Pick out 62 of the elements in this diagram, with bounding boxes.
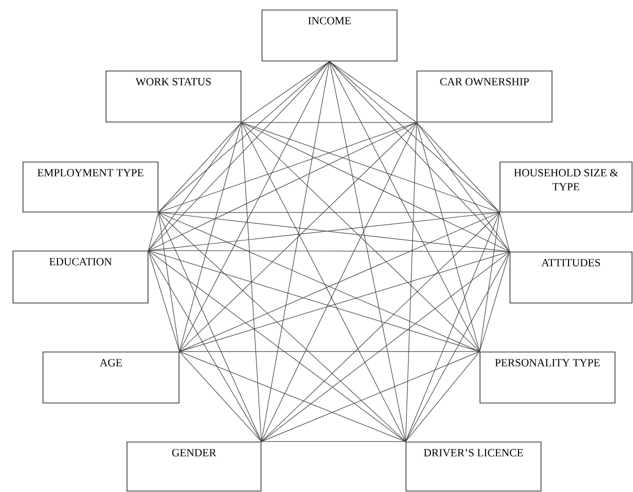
label-box: AGE — [42, 352, 180, 404]
connector-line — [499, 212, 510, 252]
connector-line — [416, 122, 480, 352]
label-box: INCOME — [262, 10, 398, 62]
connector-line — [179, 351, 480, 352]
connector-line — [405, 212, 500, 442]
connector-line — [261, 441, 406, 442]
connector-line — [158, 212, 406, 442]
connector-line — [416, 122, 510, 252]
connector-line — [179, 351, 262, 442]
connector-line — [405, 122, 417, 442]
connector-line — [241, 61, 330, 123]
label-box: EMPLOYMENT TYPE — [22, 162, 158, 212]
connector-line — [148, 250, 510, 252]
connector-line — [261, 122, 417, 442]
label-box: PERSONALITY TYPE — [480, 352, 616, 404]
connector-line — [148, 250, 480, 352]
label-box: ATTITUDES — [510, 252, 632, 304]
label-box: EDUCATION — [12, 250, 148, 304]
connector-line — [179, 122, 242, 352]
connector-line — [329, 61, 510, 252]
connector-line — [148, 61, 330, 251]
connector-line — [148, 250, 262, 442]
connector-line — [179, 122, 417, 352]
connector-line — [416, 122, 500, 213]
label-box: CAR OWNERSHIP — [416, 70, 552, 122]
connector-line — [261, 251, 510, 442]
connector-line — [241, 122, 510, 252]
connector-line — [158, 122, 242, 213]
label-box: HOUSEHOLD SIZE & TYPE — [500, 162, 632, 212]
connector-line — [329, 61, 500, 213]
connector-line — [241, 122, 417, 123]
label-box: DRIVER’S LICENCE — [406, 442, 542, 492]
connector-line — [241, 122, 262, 442]
connector-line — [158, 61, 330, 213]
label-box: GENDER — [126, 442, 262, 492]
connector-line — [479, 212, 500, 352]
connector-line — [179, 251, 510, 352]
connector-line — [179, 61, 330, 352]
connector-line — [241, 122, 406, 442]
connector-line — [179, 351, 406, 442]
connector-line — [148, 250, 406, 442]
connector-line — [148, 122, 242, 251]
connector-line — [261, 212, 500, 442]
connector-line — [158, 122, 417, 213]
connector-line — [261, 351, 480, 442]
connector-line — [148, 250, 180, 352]
connector-line — [329, 61, 417, 123]
connector-line — [241, 122, 500, 213]
connector-line — [158, 212, 180, 352]
connector-line — [329, 61, 406, 442]
connector-line — [405, 351, 480, 442]
connector-line — [329, 61, 480, 352]
connector-line — [241, 122, 480, 352]
connector-line — [148, 122, 417, 251]
connector-line — [148, 212, 159, 251]
connector-line — [405, 251, 510, 442]
connector-line — [158, 212, 262, 442]
connector-line — [261, 61, 330, 442]
connector-line — [158, 212, 500, 213]
connector-line — [479, 251, 510, 352]
label-box: WORK STATUS — [106, 70, 242, 122]
